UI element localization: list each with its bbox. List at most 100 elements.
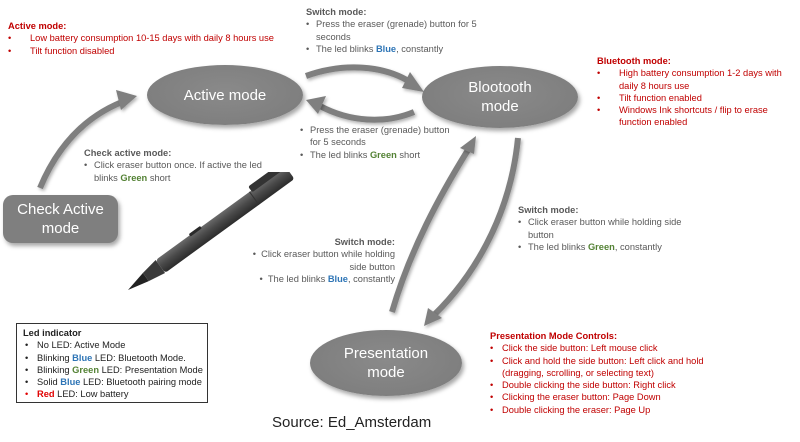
node-label-line: Presentation — [343, 345, 429, 362]
text-span: No LED: Active Mode — [37, 340, 126, 351]
blue-label: Blue — [72, 352, 93, 363]
node-label-line: mode — [367, 364, 405, 381]
green-label: Green — [369, 149, 397, 160]
bluetooth-mode-note-title: Bluetooth mode: — [597, 56, 671, 66]
pen-clip — [248, 172, 288, 192]
text-span: , constantly — [396, 43, 444, 54]
text-span: , constantly — [347, 273, 395, 284]
green-label: Green — [587, 241, 615, 252]
presentation-control-item: Double clicking the side button: Right c… — [490, 379, 720, 392]
node-presentation-mode[interactable]: Presentation mode — [310, 330, 462, 396]
switch-note-item: Press the eraser (grenade) button for 5 … — [300, 124, 460, 149]
node-label: Check Active mode — [17, 200, 104, 238]
check-active-note: Check active mode: Click eraser button o… — [84, 147, 264, 184]
node-label: Active mode — [183, 86, 267, 104]
pen-cone — [142, 260, 166, 282]
green-label: Green — [72, 364, 100, 375]
active-mode-note-title: Active mode: — [8, 21, 67, 31]
presentation-control-item: Clicking the eraser button: Page Down — [490, 391, 720, 404]
switch-note-title: Switch mode: — [334, 237, 395, 247]
legend-item: Blinking Green LED: Presentation Mode — [23, 364, 203, 377]
blue-label: Blue — [327, 273, 348, 284]
node-label-line: mode — [41, 220, 80, 237]
text-span: Blinking — [37, 352, 73, 363]
pen-barrel — [156, 172, 294, 272]
legend-title: Led indicator — [23, 328, 82, 338]
active-mode-note-item: Low battery consumption 10-15 days with … — [8, 32, 298, 45]
node-label: Presentation mode — [344, 344, 428, 382]
active-mode-note-item: Tilt function disabled — [8, 45, 298, 58]
presentation-control-item: Double clicking the eraser: Page Up — [490, 404, 720, 417]
blue-label: Blue — [375, 43, 397, 54]
switch-to-bluetooth-note: Switch mode: Press the eraser (grenade) … — [306, 6, 491, 55]
bluetooth-mode-note: Bluetooth mode: High battery consumption… — [597, 55, 797, 129]
arrowhead-active — [116, 90, 137, 110]
node-label-line: Blootooth — [468, 79, 532, 96]
switch-to-active-note: Press the eraser (grenade) button for 5 … — [300, 124, 460, 161]
legend-list: No LED: Active ModeBlinking Blue LED: Bl… — [23, 339, 203, 401]
check-active-note-title: Check active mode: — [84, 148, 172, 158]
text-span: LED: Presentation Mode — [99, 364, 203, 375]
arrow-presentation-to-bluetooth — [389, 148, 471, 313]
switch-note-item: The led blinks Green, constantly — [518, 241, 708, 254]
text-span: LED: Bluetooth pairing mode — [80, 377, 202, 388]
node-active-mode[interactable]: Active mode — [147, 65, 303, 125]
node-label-line: mode — [481, 98, 519, 115]
source-caption: Source: Ed_Amsterdam — [272, 414, 432, 431]
arrow-active-to-bluetooth — [304, 64, 412, 85]
presentation-control-item: Click and hold the side button: Left cli… — [490, 355, 720, 380]
pen-tip — [128, 273, 149, 290]
arrowhead-presentation — [424, 308, 442, 326]
green-label: Green — [120, 172, 148, 183]
text-span: Click eraser button once. If active the … — [94, 160, 262, 183]
bluetooth-mode-note-item: High battery consumption 1-2 days with d… — [597, 67, 797, 92]
arrow-bluetooth-to-presentation — [431, 137, 521, 318]
legend-item: Red LED: Low battery — [23, 388, 203, 401]
pen-image — [128, 172, 294, 290]
text-span: The led blinks — [316, 43, 376, 54]
switch-note-item: The led blinks Green short — [300, 149, 460, 162]
switch-to-presentation-note: Switch mode: Click eraser button while h… — [518, 204, 708, 253]
switch-note-item: Press the eraser (grenade) button for 5 … — [306, 18, 491, 43]
node-bluetooth-mode[interactable]: Blootooth mode — [422, 66, 578, 128]
text-span: LED: Low battery — [54, 389, 129, 400]
switch-note-item: • Click eraser button while holding side… — [252, 249, 395, 272]
presentation-controls-note: Presentation Mode Controls: Click the si… — [490, 330, 720, 416]
legend-item: Solid Blue LED: Bluetooth pairing mode — [23, 376, 203, 389]
switch-from-presentation-note: Switch mode: • Click eraser button while… — [250, 236, 395, 285]
led-indicator-legend: Led indicator No LED: Active ModeBlinkin… — [16, 323, 208, 403]
text-span: , constantly — [614, 241, 662, 252]
legend-item: Blinking Blue LED: Bluetooth Mode. — [23, 352, 203, 365]
node-label: Blootooth mode — [468, 78, 531, 116]
text-span: Click eraser button while holding side b… — [261, 249, 395, 272]
node-check-active-mode[interactable]: Check Active mode — [3, 195, 118, 243]
bluetooth-mode-note-item: Windows Ink shortcuts / flip to erase fu… — [597, 104, 797, 129]
text-span: short — [396, 149, 421, 160]
arrowhead-bluetooth-up — [460, 136, 476, 154]
text-span: short — [147, 172, 171, 183]
arrowhead-bluetooth — [402, 72, 424, 92]
blue-label: Blue — [60, 377, 81, 388]
presentation-control-item: Click the side button: Left mouse click — [490, 342, 720, 355]
check-active-note-item: Click eraser button once. If active the … — [84, 159, 264, 184]
switch-note-item: • The led blinks Blue, constantly — [259, 273, 395, 284]
switch-note-item: The led blinks Blue, constantly — [306, 43, 491, 56]
arrow-check-to-active — [37, 99, 124, 190]
node-label-line: Check Active — [17, 201, 104, 218]
text-span: LED: Bluetooth Mode. — [92, 352, 186, 363]
presentation-controls-title: Presentation Mode Controls: — [490, 331, 618, 341]
text-span: Blinking — [37, 364, 73, 375]
switch-note-title: Switch mode: — [306, 7, 367, 17]
legend-item: No LED: Active Mode — [23, 339, 203, 352]
text-span: The led blinks — [310, 149, 370, 160]
text-span: Solid — [37, 377, 61, 388]
bluetooth-mode-note-item: Tilt function enabled — [597, 92, 797, 105]
active-mode-note: Active mode: Low battery consumption 10-… — [8, 20, 298, 57]
arrow-bluetooth-to-active — [318, 103, 416, 123]
switch-note-item: Click eraser button while holding side b… — [518, 216, 708, 241]
arrowhead-active-left — [306, 96, 326, 114]
switch-note-title: Switch mode: — [518, 205, 579, 215]
text-span: The led blinks — [528, 241, 588, 252]
text-span: The led blinks — [267, 273, 328, 284]
